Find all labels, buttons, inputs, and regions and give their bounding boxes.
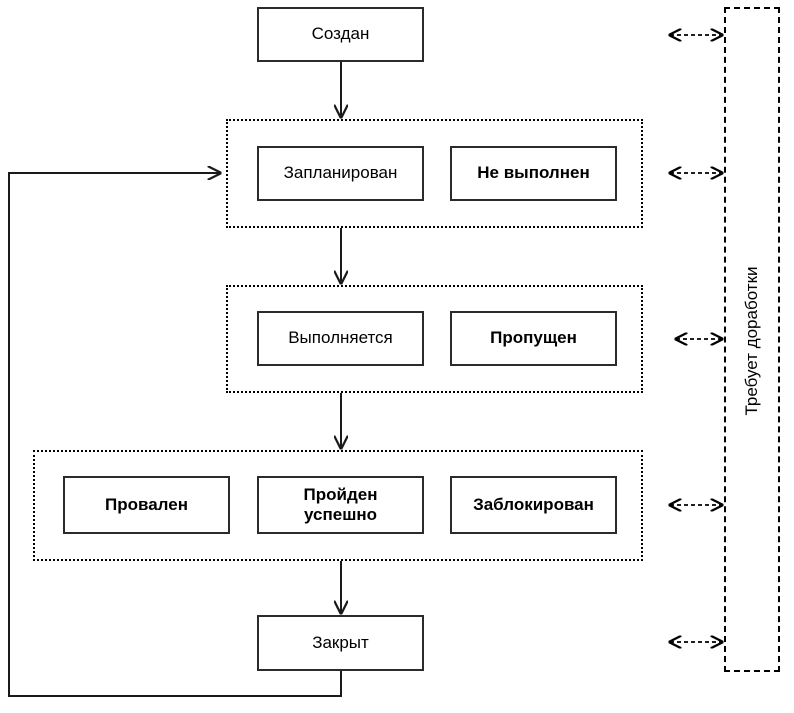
- node-closed[interactable]: Закрыт: [257, 615, 424, 671]
- node-created[interactable]: Создан: [257, 7, 424, 62]
- node-in-progress-label: Выполняется: [288, 328, 393, 348]
- group-result-stage: [33, 450, 643, 561]
- node-created-label: Создан: [311, 24, 370, 44]
- node-failed[interactable]: Провален: [63, 476, 230, 534]
- node-blocked[interactable]: Заблокирован: [450, 476, 617, 534]
- group-execution-stage: [226, 285, 643, 393]
- node-in-progress[interactable]: Выполняется: [257, 311, 424, 366]
- node-passed-label-line2: успешно: [303, 505, 378, 524]
- node-not-done-label: Не выполнен: [477, 163, 590, 183]
- node-failed-label: Провален: [105, 494, 188, 514]
- node-skipped-label: Пропущен: [490, 328, 577, 348]
- node-blocked-label: Заблокирован: [473, 494, 594, 514]
- node-skipped[interactable]: Пропущен: [450, 311, 617, 366]
- node-closed-label: Закрыт: [312, 632, 369, 652]
- node-not-done[interactable]: Не выполнен: [450, 146, 617, 201]
- node-planned-label: Запланирован: [283, 163, 398, 183]
- rework-panel-label: Требует доработки: [742, 266, 761, 416]
- node-planned[interactable]: Запланирован: [257, 146, 424, 201]
- group-planned-stage: [226, 119, 643, 228]
- node-passed[interactable]: Пройден успешно: [257, 476, 424, 534]
- rework-panel: [724, 7, 780, 672]
- node-passed-label-line1: Пройден: [303, 484, 378, 504]
